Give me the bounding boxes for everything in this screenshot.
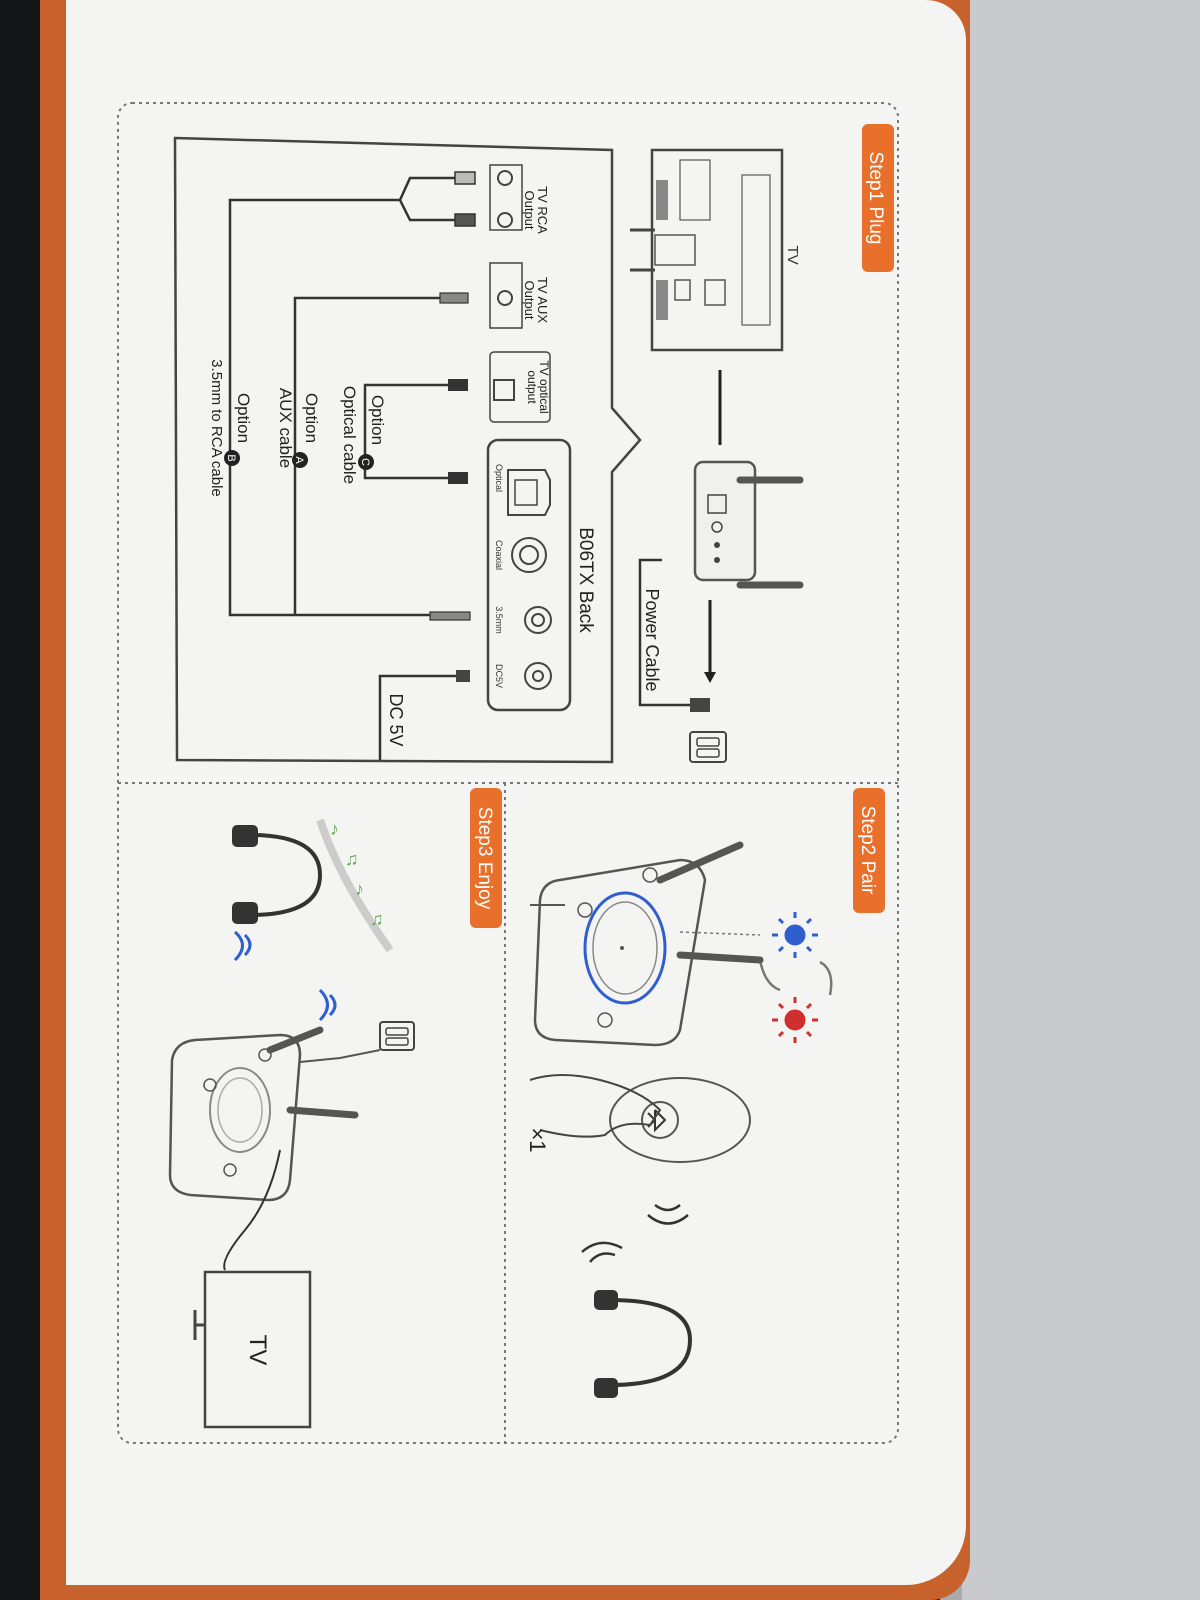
option-c-letter: C	[359, 458, 371, 466]
transmitter-wireless-waves-icon	[318, 988, 337, 1022]
tv-aux-output-line2: Output	[522, 280, 537, 319]
wall-outlet-icon	[689, 731, 727, 763]
port-optical-label: Optical	[494, 464, 504, 492]
option-a-label: Option	[302, 393, 321, 443]
option-c-badge	[358, 454, 374, 470]
headphones-icon-step2	[594, 1290, 693, 1398]
transmitter-device	[693, 460, 804, 589]
wireless-waves-headphones-icon	[581, 1241, 623, 1263]
rca-plug-red	[454, 213, 476, 227]
tv-rca-output-line1: TV RCA	[535, 186, 550, 234]
step3-tab: Step3 Enjoy	[470, 788, 502, 928]
cycle-arrow-left	[758, 959, 781, 992]
back-panel-callout	[173, 136, 642, 764]
option-c-label: Option	[368, 395, 387, 445]
rca-plug-white	[454, 171, 476, 185]
optical-cable-label: Optical cable	[340, 386, 359, 484]
dc5v-plug	[456, 670, 470, 682]
dc5v-cable	[378, 674, 462, 760]
tv-aux-output-line1: TV AUX	[535, 277, 550, 324]
headphone-wireless-waves-icon	[233, 930, 252, 962]
tv-icon-step3	[193, 1270, 312, 1429]
step2-tab-label: Step2 Pair	[857, 806, 878, 895]
tv-optical-output-line2: output	[525, 370, 539, 404]
tv-back-illustration	[630, 148, 784, 352]
b06tx-back-label: B06TX Back	[575, 527, 596, 633]
led-red-icon	[772, 997, 818, 1043]
aux-plug-device	[429, 611, 471, 621]
aux-plug-tv	[439, 292, 469, 304]
option-a-letter: A	[293, 456, 305, 464]
tv-step3-label: TV	[244, 1335, 271, 1366]
cycle-arrow-right	[819, 960, 833, 996]
headphones-icon-step3	[232, 825, 323, 924]
step2-tab: Step2 Pair	[853, 788, 885, 913]
port-coaxial-label: Coaxial	[494, 540, 504, 570]
wall-outlet-icon-step3	[299, 1021, 415, 1063]
tv-rca-output-line2: Output	[522, 190, 537, 229]
step3-tab-label: Step3 Enjoy	[474, 807, 495, 910]
rca-cable-label: 3.5mm to RCA cable	[208, 359, 225, 497]
music-note-1: ♪	[330, 819, 339, 839]
option-b-letter: B	[225, 454, 237, 461]
aux-cable-label: AUX cable	[276, 388, 295, 468]
aux-cable	[293, 296, 450, 615]
press-count-label: ×1	[525, 1127, 550, 1152]
tv-optical-port	[489, 351, 551, 423]
port-35mm-label: 3.5mm	[494, 606, 504, 634]
step1-tab-label: Step1 Plug	[865, 152, 886, 245]
rca-cable	[228, 176, 460, 617]
step1-tab: Step1 Plug	[862, 124, 894, 272]
music-note-2: ♫	[345, 849, 359, 869]
power-cable-line	[638, 558, 690, 707]
wireless-waves-icon	[647, 1203, 689, 1225]
led-pointer-line	[679, 931, 761, 936]
tv-optical-output-line1: TV optical	[537, 360, 551, 413]
power-cable-label: Power Cable	[642, 588, 662, 691]
tv-connection-cable	[223, 1149, 281, 1271]
tv-label: TV	[784, 245, 801, 264]
optical-plug-tv	[448, 379, 468, 391]
power-plug	[690, 698, 710, 712]
music-note-4: ♫	[370, 909, 384, 929]
transmitter-enjoy-view	[168, 1026, 359, 1202]
option-a-badge	[292, 452, 308, 468]
transmitter-top-view	[530, 841, 764, 1047]
led-blue-icon	[772, 912, 818, 958]
option-b-label: Option	[234, 393, 253, 443]
port-dc5v-label: DC5V	[494, 664, 504, 688]
power-arrow-head	[704, 672, 716, 683]
music-note-3: ♪	[355, 879, 364, 899]
cardboard-sheet	[962, 0, 1200, 1600]
b06tx-back-panel	[486, 438, 572, 712]
tv-rca-ports	[489, 164, 523, 231]
music-notes-icon: ♪ ♫ ♪ ♫	[316, 818, 394, 953]
option-b-badge	[224, 450, 240, 466]
optical-cable	[363, 383, 450, 480]
pairing-button-hand	[529, 1074, 751, 1163]
tv-aux-port	[489, 262, 523, 329]
optical-plug-device	[448, 472, 468, 484]
outer-frame	[117, 102, 899, 1444]
dc5v-label: DC 5V	[386, 693, 406, 746]
